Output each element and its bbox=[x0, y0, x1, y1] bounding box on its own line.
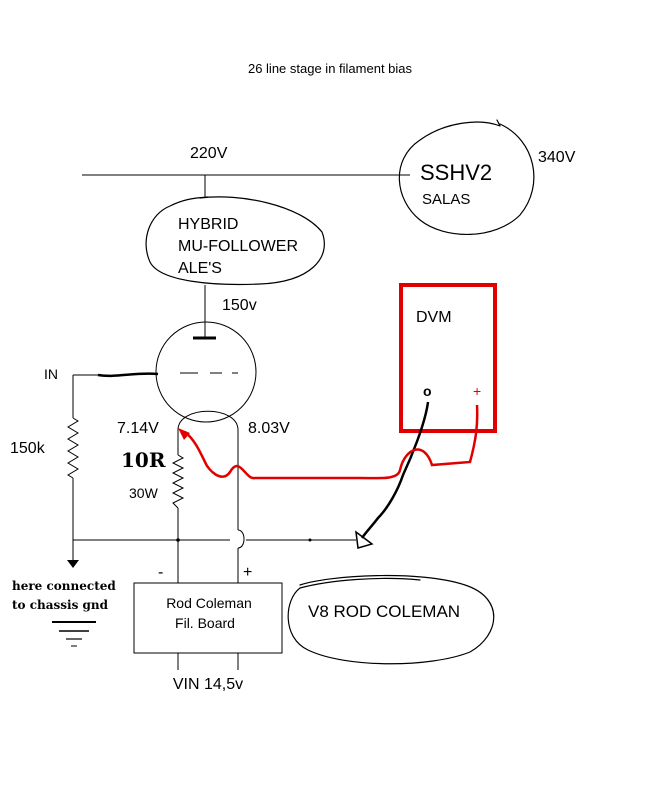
board-line2: Fil. Board bbox=[175, 615, 235, 631]
regulator-designer: SALAS bbox=[422, 191, 470, 208]
follower-line2: MU-FOLLOWER bbox=[178, 238, 298, 255]
junction-dot-2 bbox=[308, 538, 312, 542]
diagram-title: 26 line stage in filament bias bbox=[248, 61, 413, 76]
probe-lead-red bbox=[184, 404, 479, 480]
filament-right-hop bbox=[237, 529, 245, 549]
v8-label: V8 ROD COLEMAN bbox=[308, 602, 460, 621]
dvm-pos-jack: + bbox=[473, 383, 481, 399]
probe-lead-black bbox=[360, 401, 430, 539]
tube-filament bbox=[177, 410, 239, 431]
label-8-03v: 8.03V bbox=[248, 420, 290, 437]
label-220v: 220V bbox=[190, 145, 228, 162]
label-340v: 340V bbox=[538, 149, 576, 166]
board-pos-terminal: + bbox=[243, 564, 252, 581]
vin-label: VIN 14,5v bbox=[173, 676, 243, 693]
grid-wire bbox=[97, 372, 159, 378]
label-150v: 150v bbox=[222, 297, 257, 314]
label-7-14v: 7.14V bbox=[117, 420, 159, 437]
dvm-meter bbox=[399, 283, 497, 433]
board-neg-terminal: - bbox=[158, 564, 163, 581]
regulator-outline bbox=[398, 119, 535, 236]
tube-envelope bbox=[155, 321, 257, 423]
ground-arrow-icon bbox=[67, 560, 79, 568]
probe-tip-red bbox=[178, 428, 190, 440]
note-line1: here connected bbox=[12, 579, 116, 593]
board-line1: Rod Coleman bbox=[166, 595, 252, 611]
dvm-neg-jack: o bbox=[423, 383, 432, 399]
cathode-resistor bbox=[171, 454, 185, 509]
follower-line3: ALE'S bbox=[178, 260, 222, 277]
dvm-label: DVM bbox=[416, 309, 452, 326]
filament-board bbox=[133, 582, 283, 654]
probe-tip-black bbox=[355, 530, 374, 549]
note-line2: to chassis gnd bbox=[12, 598, 109, 612]
v8-outline bbox=[287, 574, 495, 665]
cathode-resistor-power: 30W bbox=[129, 485, 159, 501]
follower-line1: HYBRID bbox=[178, 216, 238, 233]
grid-resistor-value: 150k bbox=[10, 440, 46, 457]
follower-outline bbox=[145, 196, 325, 286]
junction-dot bbox=[176, 538, 180, 542]
input-label: IN bbox=[44, 366, 58, 382]
regulator-name: SSHV2 bbox=[420, 160, 492, 185]
cathode-resistor-value: 10R bbox=[121, 448, 166, 472]
grid-resistor bbox=[67, 417, 79, 479]
